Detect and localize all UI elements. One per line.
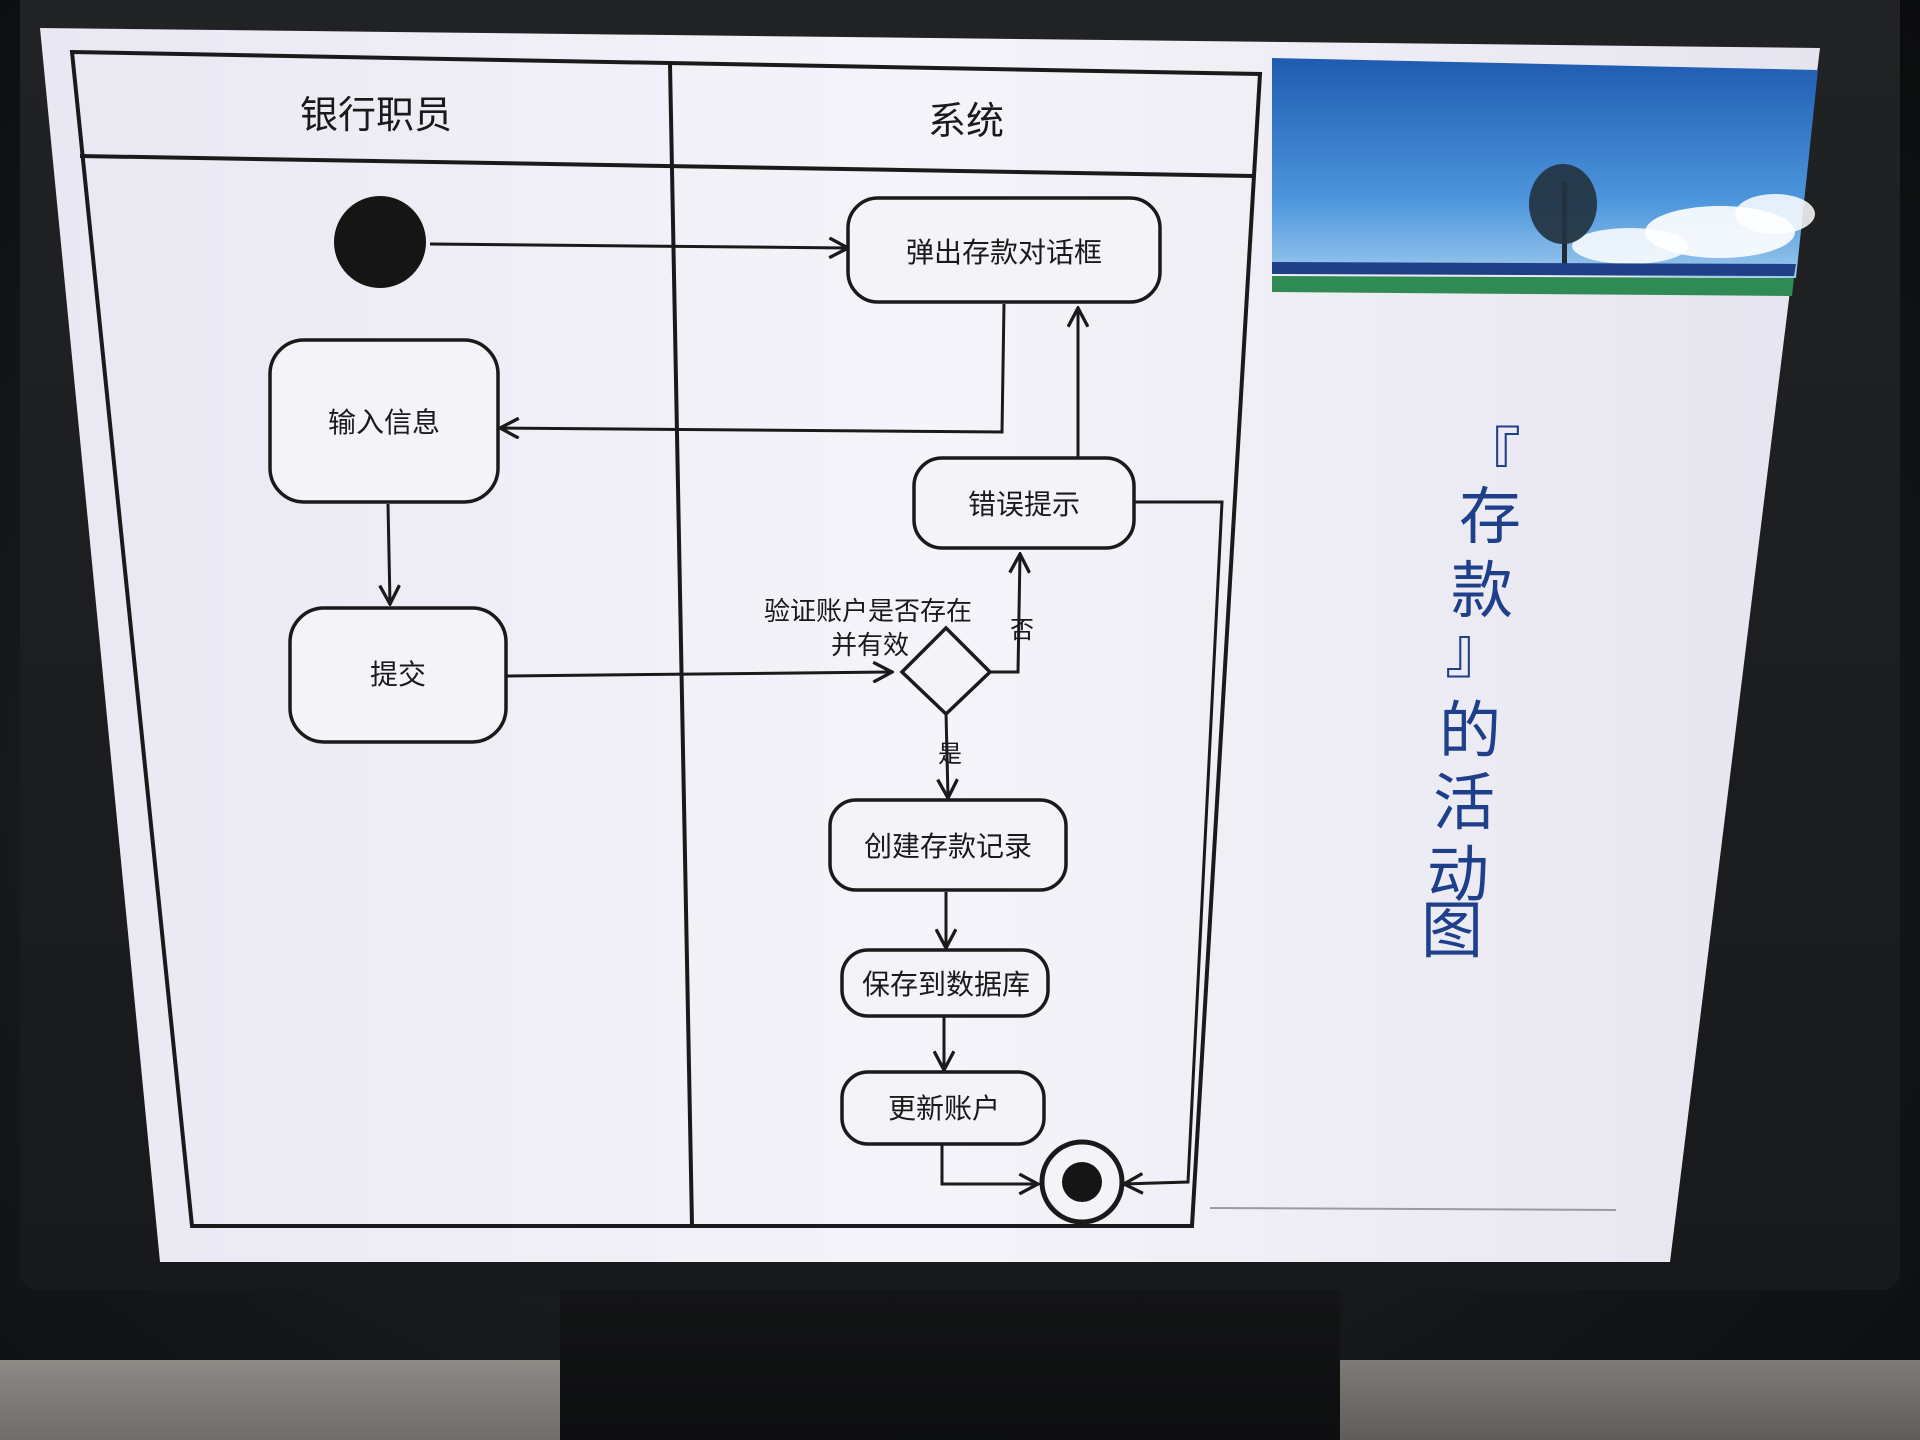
edge-decision-to-create [946, 711, 948, 798]
title-char-5: 活 [1433, 766, 1495, 839]
footer-divider [1209, 1207, 1617, 1211]
title-char-2: 款 [1451, 554, 1513, 627]
title-char-0: 『 [1459, 420, 1521, 493]
title-char-6: 动 [1427, 838, 1489, 911]
activity-error-hint-label: 错误提示 [968, 488, 1080, 521]
decision-condition-line2: 并有效 [831, 631, 909, 661]
activity-create-record: 创建存款记录 [828, 798, 1068, 892]
edge-input-to-submit [388, 503, 390, 604]
edge-popup-to-input [500, 303, 1006, 432]
edge-decision-to-error [990, 554, 1020, 674]
edge-submit-to-decision [505, 672, 892, 676]
monitor-stand [560, 1290, 1340, 1440]
lane-title-clerk: 银行职员 [300, 93, 452, 137]
title-char-7: 图 [1421, 894, 1483, 967]
edge-error-to-end [1124, 500, 1224, 1184]
activity-error-hint: 错误提示 [912, 456, 1136, 550]
edge-update-to-end [940, 1144, 1038, 1184]
title-char-3: 』 [1445, 614, 1507, 687]
header-sky-image [1272, 58, 1818, 296]
activity-input-info-label: 输入信息 [328, 406, 440, 439]
activity-submit: 提交 [288, 606, 508, 744]
lane-title-system: 系统 [928, 99, 1004, 143]
activity-save-db-label: 保存到数据库 [862, 968, 1030, 1001]
title-char-4: 的 [1439, 694, 1501, 767]
desk-surface-right [1340, 1360, 1920, 1440]
decision-condition-line1: 验证账户是否存在 [764, 597, 972, 627]
activity-input-info: 输入信息 [268, 338, 500, 504]
activity-popup: 弹出存款对话框 [846, 196, 1162, 304]
guard-no: 否 [1010, 616, 1034, 644]
desk-surface-left [0, 1360, 560, 1440]
activity-save-db: 保存到数据库 [840, 948, 1050, 1018]
title-char-1: 存 [1459, 480, 1521, 553]
final-node [1039, 1139, 1125, 1225]
activity-update-account: 更新账户 [840, 1070, 1046, 1146]
edge-start-to-popup [429, 244, 848, 248]
activity-submit-label: 提交 [370, 658, 426, 691]
activity-popup-label: 弹出存款对话框 [906, 236, 1102, 269]
guard-yes: 是 [938, 740, 962, 768]
slide-title: 『 存 款 』 的 活 动 图 [1421, 420, 1521, 967]
swimlane-frame [69, 49, 1263, 1228]
flow-edges [388, 244, 1224, 1184]
decision-diamond [899, 625, 993, 717]
initial-node [334, 196, 426, 288]
activity-create-record-label: 创建存款记录 [864, 830, 1032, 863]
activity-update-account-label: 更新账户 [888, 1092, 1000, 1125]
